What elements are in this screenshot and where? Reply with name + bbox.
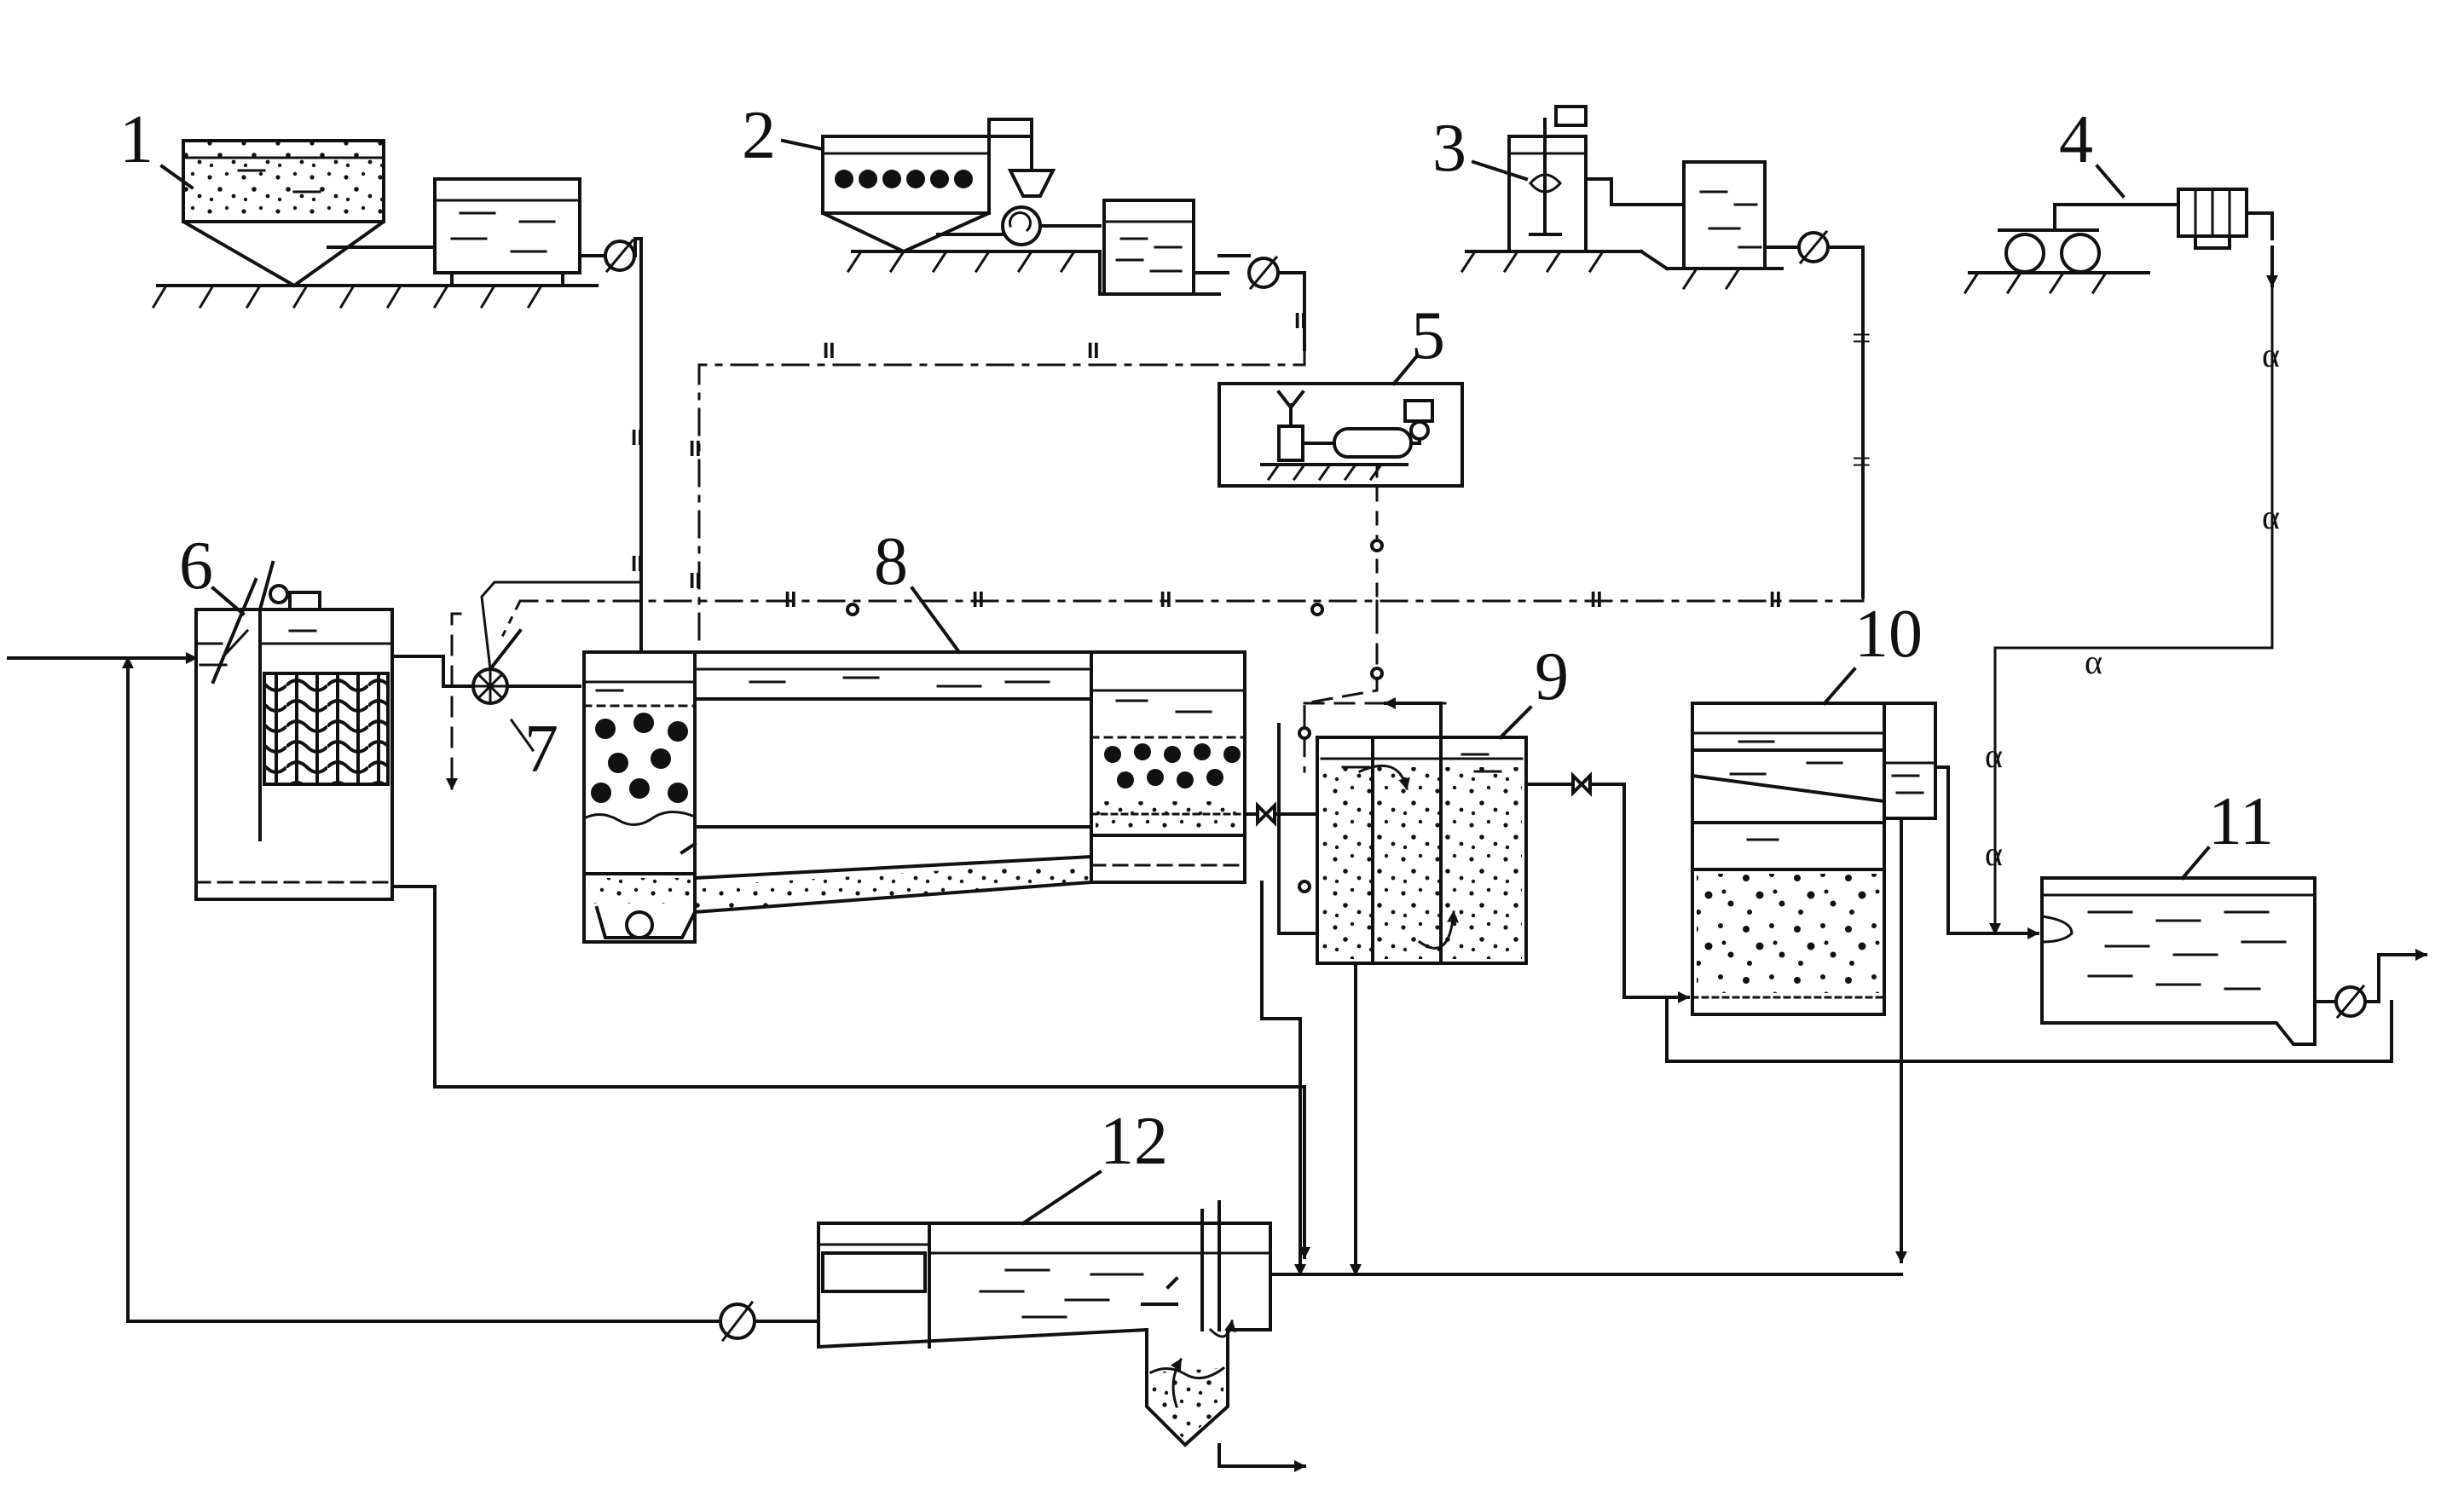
unit-1-reagent-preparation <box>151 139 643 662</box>
svg-text:α: α <box>2262 336 2280 374</box>
label-10: 10 <box>1854 597 1923 672</box>
unit-2-reagent-preparation <box>821 118 1306 351</box>
svg-text:II: II <box>1160 586 1171 612</box>
label-12: 12 <box>1100 1104 1168 1179</box>
svg-text:II: II <box>972 586 984 612</box>
unit-11-clean-water-tank <box>1665 876 2427 1063</box>
unit-12-washwater-tank <box>122 656 1903 1472</box>
label-3: 3 <box>1432 111 1466 186</box>
unit-3-reagent-preparation <box>1460 105 1865 598</box>
svg-text:=: = <box>1852 319 1871 357</box>
label-6: 6 <box>179 529 213 604</box>
svg-text:II: II <box>784 586 796 612</box>
svg-text:=: = <box>1852 442 1871 481</box>
line-markers: II II II II II II II II II II II II = = … <box>631 308 2280 893</box>
unit-8-clarifier-filter <box>581 650 1357 1259</box>
unit-10-filter <box>1690 702 2039 1263</box>
node-7-mixing-point <box>471 628 581 753</box>
svg-text:II: II <box>823 338 835 363</box>
label-8: 8 <box>874 524 908 599</box>
unit-6-mixer <box>7 560 475 901</box>
label-2: 2 <box>742 98 776 173</box>
label-5: 5 <box>1411 298 1445 373</box>
svg-text:α: α <box>1985 835 2003 873</box>
svg-text:II: II <box>689 568 701 593</box>
unit-4-reagent-preparation <box>1963 188 2278 935</box>
svg-text:II: II <box>631 425 643 450</box>
svg-text:II: II <box>1590 586 1602 612</box>
svg-text:II: II <box>1294 308 1306 333</box>
svg-text:α: α <box>2262 498 2280 536</box>
label-4: 4 <box>2059 102 2093 177</box>
svg-text:α: α <box>1985 736 2003 775</box>
label-9: 9 <box>1535 639 1569 714</box>
label-7: 7 <box>524 712 558 787</box>
svg-text:II: II <box>689 436 701 461</box>
label-11: 11 <box>2208 784 2274 859</box>
unit-5-dosing-station <box>1218 382 1464 615</box>
unit-labels: 1 2 3 4 5 6 7 8 9 10 11 12 <box>119 98 2274 1226</box>
svg-text:II: II <box>631 551 643 576</box>
svg-text:II: II <box>1769 586 1781 612</box>
svg-text:II: II <box>1087 338 1099 363</box>
svg-text:α: α <box>2085 643 2102 681</box>
unit-9-filter <box>1316 697 1690 1003</box>
label-1: 1 <box>119 102 153 177</box>
